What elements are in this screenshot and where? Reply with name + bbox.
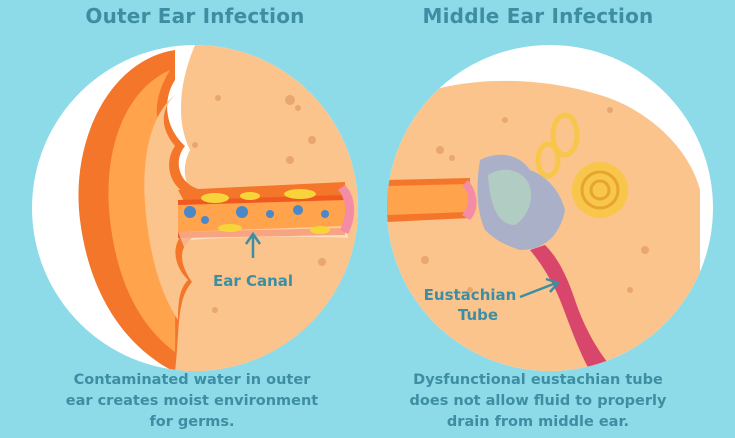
ear-canal-label: Ear Canal — [213, 272, 293, 290]
outer-ear-caption-line3: for germs. — [149, 414, 235, 430]
eardrum — [338, 185, 355, 234]
eustachian-label-line2: Tube — [458, 306, 498, 324]
outer-ear-illustration: Ear Canal — [78, 45, 358, 371]
outer-ear-caption: Contaminated water in outer ear creates … — [12, 370, 372, 433]
eustachian-arrow — [519, 281, 557, 299]
middle-ear-illustration: Eustachian Tube — [387, 80, 700, 371]
outer-ear-caption-line2: ear creates moist environment — [65, 393, 319, 409]
cochlea — [572, 162, 628, 218]
middle-ear-caption-line3: drain from middle ear. — [446, 414, 630, 430]
middle-ear-caption: Dysfunctional eustachian tube does not a… — [358, 370, 718, 433]
eustachian-label-line1: Eustachian — [424, 286, 517, 304]
outer-ear-caption-line1: Contaminated water in outer — [73, 372, 311, 388]
middle-ear-caption-line1: Dysfunctional eustachian tube — [413, 372, 663, 388]
middle-ear-caption-line2: does not allow fluid to properly — [409, 393, 667, 409]
eustachian-tube — [530, 245, 615, 371]
outer-ear-title: Outer Ear Infection — [85, 4, 305, 28]
middle-ear-title: Middle Ear Infection — [422, 4, 654, 28]
